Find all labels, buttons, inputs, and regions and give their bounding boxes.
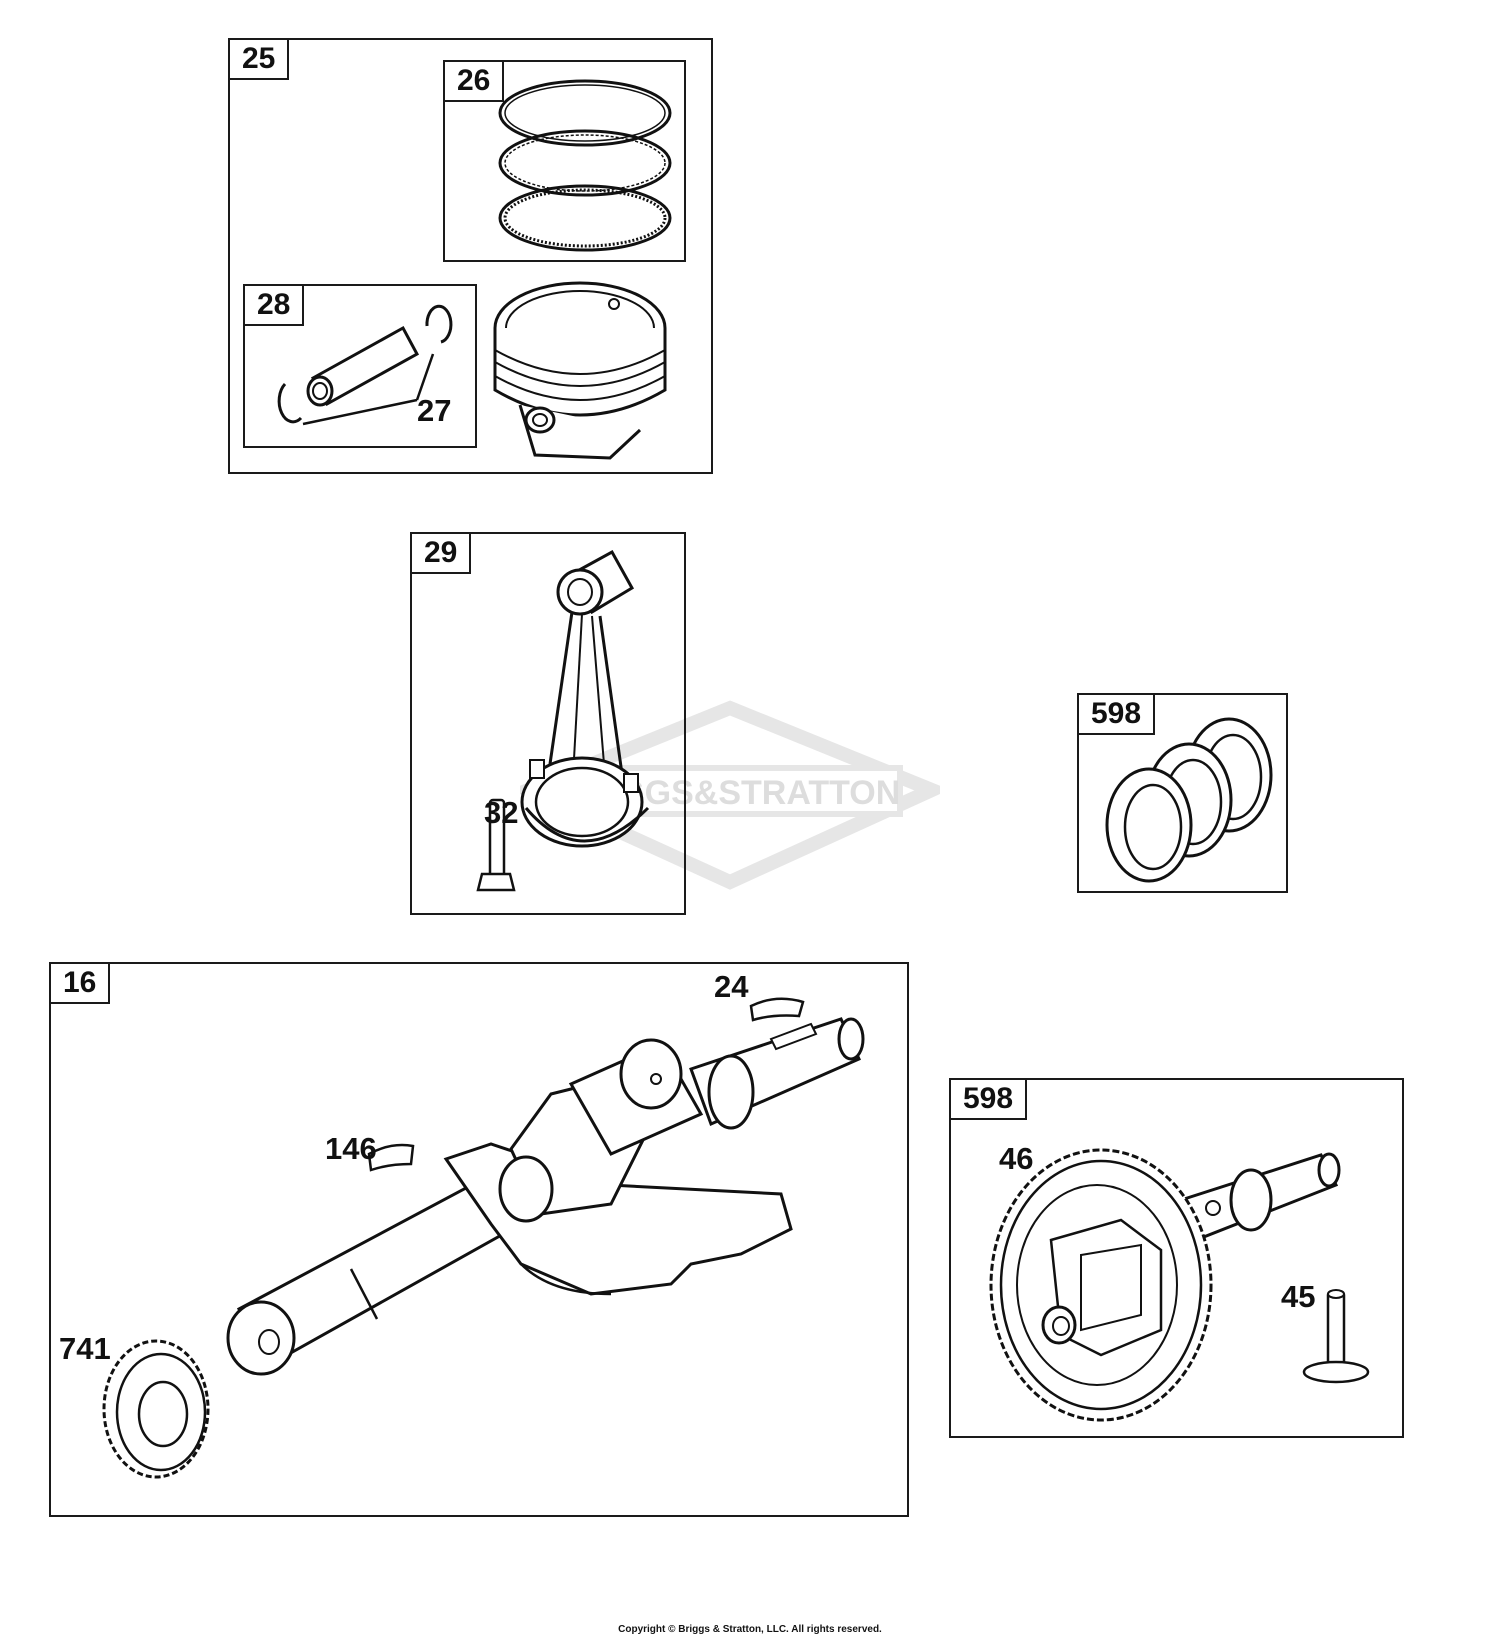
piston-pin-illustration xyxy=(277,304,453,426)
crank-key-callout: 24 xyxy=(714,969,749,1004)
camshaft-kit-box: 598 46 45 xyxy=(949,1078,1404,1438)
camshaft-callout: 46 xyxy=(999,1141,1034,1176)
piston-rings-illustration xyxy=(498,79,672,252)
crankshaft-illustration xyxy=(102,997,865,1479)
camshaft-kit-label: 598 xyxy=(951,1080,1028,1120)
connecting-rod-box: 29 32 xyxy=(410,532,686,915)
shim-washers-illustration xyxy=(1105,717,1273,883)
connecting-rod-illustration xyxy=(476,549,650,892)
ring-set-label: 26 xyxy=(445,62,505,102)
crankshaft-box: 16 24 146 741 xyxy=(49,962,909,1517)
camshaft-illustration xyxy=(989,1148,1370,1422)
connecting-rod-label: 29 xyxy=(412,534,472,574)
piston-assembly-box: 25 xyxy=(228,38,713,474)
crank-gear-callout: 741 xyxy=(59,1331,111,1366)
valve-tappet-callout: 45 xyxy=(1281,1279,1316,1314)
piston-illustration xyxy=(493,281,667,460)
ring-set-box: 26 xyxy=(443,60,686,262)
copyright-notice: Copyright © Briggs & Stratton, LLC. All … xyxy=(618,1624,882,1635)
shim-kit-box: 598 xyxy=(1077,693,1288,893)
piston-assembly-label: 25 xyxy=(230,40,290,80)
rod-bolt-callout: 32 xyxy=(484,795,519,830)
crankshaft-label: 16 xyxy=(51,964,111,1004)
pin-kit-box: 28 27 xyxy=(243,284,477,448)
retainer-callout: 27 xyxy=(417,393,452,428)
shim-kit-label: 598 xyxy=(1079,695,1156,735)
flywheel-key-callout: 146 xyxy=(325,1131,377,1166)
pin-kit-label: 28 xyxy=(245,286,305,326)
